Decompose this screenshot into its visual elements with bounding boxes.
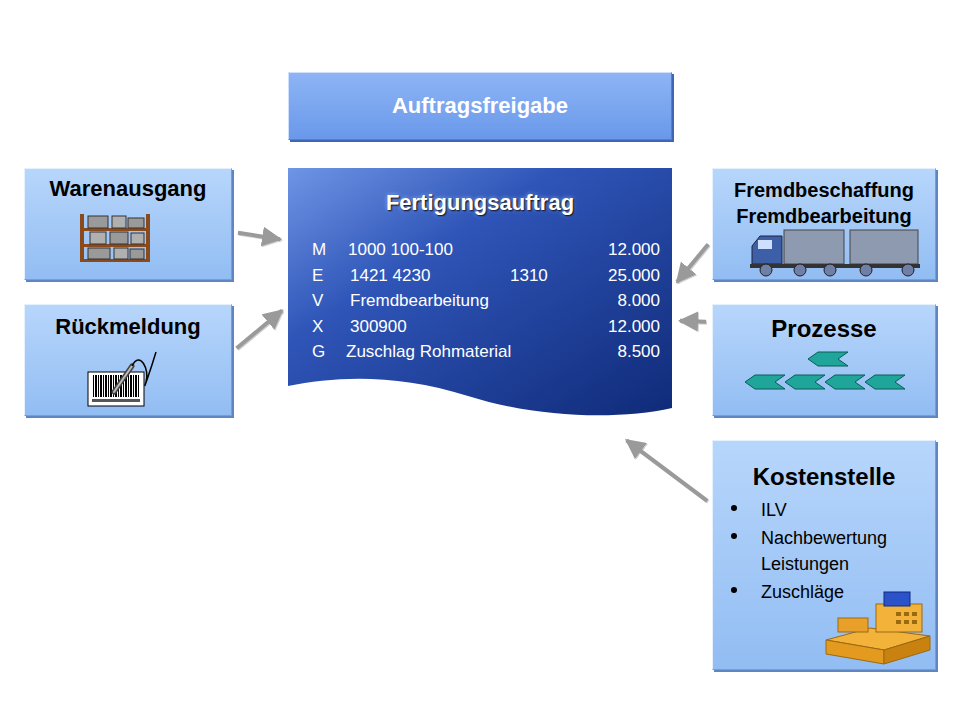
flow-arrow	[237, 311, 282, 349]
bullet-item: Nachbewertung Leistungen	[731, 525, 935, 577]
table-cell: Fremdbearbeitung	[350, 291, 489, 311]
cash-register-icon-part	[876, 604, 922, 632]
cash-register-icon-part	[826, 628, 930, 650]
shelf-icon-part	[88, 248, 110, 259]
document-title: Fertigungsauftrag	[288, 168, 672, 216]
table-cell: 1000 100-100	[348, 240, 453, 260]
table-cell: 1310	[510, 266, 548, 286]
table-cell: Zuschlag Rohmaterial	[346, 342, 511, 362]
table-cell: 12.000	[608, 317, 660, 337]
shelf-icon-part	[114, 248, 128, 259]
table-cell: 25.000	[608, 266, 660, 286]
truck-icon-part	[752, 236, 782, 264]
bullet-item: ILV	[731, 497, 935, 523]
shelf-icon-part	[80, 214, 84, 262]
cash-register-icon-part	[838, 618, 868, 632]
table-cell: 300900	[350, 317, 407, 337]
truck-icon-part	[784, 230, 844, 264]
barcode-scanner-icon-part	[88, 372, 144, 406]
shelf-icon-part	[80, 259, 150, 262]
cash-register-icon-part	[912, 612, 917, 616]
process-chevrons-icon-part	[825, 375, 865, 389]
cash-register-icon-part	[884, 636, 930, 664]
cash-register-icon-part	[912, 620, 917, 624]
box-heading: Rückmeldung	[25, 313, 231, 342]
process-chevrons-icon	[745, 352, 905, 389]
barcode-scanner-icon	[88, 352, 156, 406]
process-box: Prozesse	[712, 304, 936, 416]
document-shape: FertigungsauftragM1000 100-10012.000E142…	[288, 168, 672, 418]
bullet-dot	[731, 533, 737, 539]
cash-register-icon-part	[904, 612, 909, 616]
truck-icon	[750, 230, 920, 276]
shelf-icon-part	[110, 232, 128, 244]
table-cell: G	[312, 342, 325, 362]
barcode-scanner-icon-part	[114, 366, 132, 392]
bullet-dot	[731, 587, 737, 593]
table-cell: E	[312, 266, 323, 286]
barcode-scanner-icon-part	[114, 366, 132, 392]
truck-icon-part	[794, 264, 806, 276]
truck-icon-part	[750, 264, 920, 268]
box-heading: Warenausgang	[25, 175, 231, 204]
box-heading: Prozesse	[713, 313, 935, 344]
table-cell: X	[312, 317, 323, 337]
table-cell: V	[312, 291, 323, 311]
process-box: Auftragsfreigabe	[288, 72, 672, 140]
table-cell: 8.500	[617, 342, 660, 362]
truck-icon-part	[760, 264, 772, 276]
table-cell: 1421 4230	[350, 266, 430, 286]
process-box: Warenausgang	[24, 168, 232, 280]
shelf-icon-part	[130, 249, 144, 259]
flow-arrow	[680, 319, 706, 324]
cash-register-icon-part	[904, 620, 909, 624]
shelf-icon-part	[128, 218, 144, 228]
shelf-icon-part	[88, 216, 108, 228]
bullet-text: Nachbewertung Leistungen	[761, 525, 911, 577]
table-cell: M	[312, 240, 326, 260]
shelf-icon	[80, 214, 150, 262]
document-fill	[288, 168, 672, 415]
process-box: Fremdbeschaffung Fremdbearbeitung	[712, 168, 936, 280]
cash-register-icon-part	[826, 640, 884, 664]
cash-register-icon-part	[896, 620, 901, 624]
barcode-scanner-icon-part	[92, 375, 140, 397]
process-chevrons-icon-part	[785, 375, 825, 389]
bullet-dot	[731, 505, 737, 511]
bullet-text: ILV	[761, 497, 911, 523]
process-chevrons-icon-part	[808, 352, 848, 366]
truck-icon-part	[850, 230, 918, 264]
bullet-text: Zuschläge	[761, 579, 911, 605]
cash-register-icon-part	[896, 612, 901, 616]
flow-arrow	[627, 440, 708, 500]
shelf-icon-part	[112, 216, 126, 228]
barcode-scanner-icon-part	[132, 352, 156, 385]
truck-icon-part	[824, 264, 836, 276]
process-box: KostenstelleILVNachbewertung LeistungenZ…	[712, 440, 936, 670]
shelf-icon-part	[80, 228, 150, 231]
process-chevrons-icon-part	[865, 375, 905, 389]
flow-arrow	[677, 244, 708, 282]
flow-arrow	[238, 233, 280, 240]
cash-register-icon	[826, 592, 930, 664]
cash-register-icon-part	[884, 592, 910, 606]
process-box: Rückmeldung	[24, 304, 232, 416]
truck-icon-part	[902, 264, 914, 276]
table-cell: 8.000	[617, 291, 660, 311]
shelf-icon-part	[80, 244, 150, 247]
truck-icon-part	[860, 264, 872, 276]
truck-icon-part	[758, 240, 772, 249]
shelf-icon-part	[146, 214, 150, 262]
box-heading: Fremdbeschaffung Fremdbearbeitung	[713, 177, 935, 229]
shelf-icon-part	[90, 232, 106, 244]
table-cell: 12.000	[608, 240, 660, 260]
process-chevrons-icon-part	[745, 375, 785, 389]
barcode-scanner-icon-part	[92, 399, 140, 402]
bullet-item: Zuschläge	[731, 579, 935, 605]
box-heading: Auftragsfreigabe	[386, 92, 574, 121]
box-heading: Kostenstelle	[713, 463, 935, 491]
shelf-icon-part	[131, 233, 144, 244]
